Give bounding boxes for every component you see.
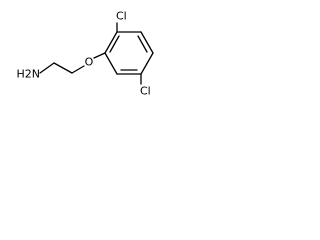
bonds [39,22,154,85]
bond-n-c1 [39,62,55,74]
atom-labels: H2N O Cl Cl [17,10,151,98]
ring-double-bond-1 [109,35,120,53]
chlorine-bottom-label: Cl [140,85,151,98]
ring-double-bond-2 [137,35,148,53]
bond-o-ring [93,52,106,59]
amine-label: H2N [17,68,41,81]
ring-bond-1 [104,31,118,54]
ring-bond-6 [104,52,118,75]
bond-c1-c2 [53,62,73,74]
ether-oxygen-label: O [85,56,94,69]
molecule-diagram: H2N O Cl Cl [17,10,154,98]
ring-bond-3 [140,31,154,54]
bond-c2-o [71,65,85,74]
chlorine-top-label: Cl [116,10,127,23]
ring-bond-4 [140,52,154,75]
structure-canvas: H2N O Cl Cl [0,0,167,122]
